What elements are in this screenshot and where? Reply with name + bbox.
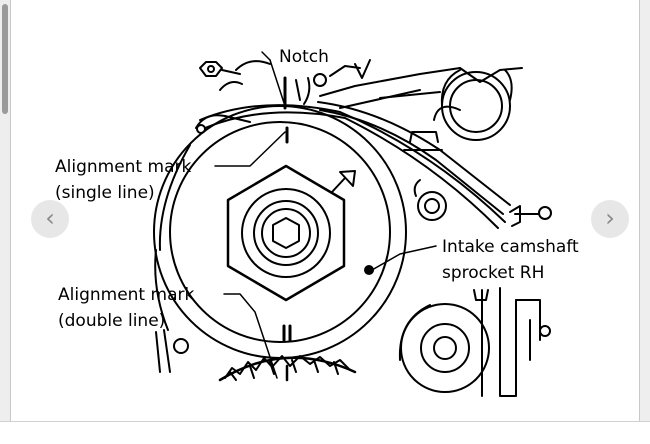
left-idler (154, 114, 251, 331)
sprocket-rings (153, 105, 407, 359)
label-single-line-title: Alignment mark (55, 157, 191, 177)
top-bolt (199, 61, 241, 77)
right-frame (639, 0, 650, 444)
sprocket-dot-marker (364, 265, 374, 275)
timing-belt (199, 101, 511, 229)
small-idler-pulley (413, 179, 447, 221)
label-double-line-sub: (double line) (58, 311, 165, 331)
upper-right-pulley (440, 69, 513, 141)
notch-hardware (283, 59, 461, 110)
previous-button[interactable]: ‹ (31, 200, 69, 238)
lower-right-pulley (398, 303, 490, 393)
bottom-frame (0, 421, 650, 444)
sprocket-hex-nut (226, 164, 346, 302)
next-button[interactable]: › (591, 200, 629, 238)
scrollbar-thumb[interactable] (2, 4, 8, 114)
alignment-marks (282, 126, 292, 382)
label-single-line-sub: (single line) (55, 183, 155, 203)
lower-left-hardware (155, 329, 189, 373)
label-sprocket-sub: sprocket RH (442, 263, 544, 283)
rotation-arrow (331, 170, 356, 193)
leader-lines (214, 51, 437, 379)
label-double-line-title: Alignment mark (58, 285, 194, 305)
chevron-right-icon: › (605, 203, 615, 232)
label-sprocket-title: Intake camshaft (442, 237, 579, 257)
chevron-left-icon: ‹ (45, 203, 55, 232)
right-bracket (473, 205, 552, 397)
engine-cover (219, 60, 523, 151)
label-notch: Notch (279, 47, 329, 67)
left-scroll-frame[interactable] (0, 0, 11, 444)
